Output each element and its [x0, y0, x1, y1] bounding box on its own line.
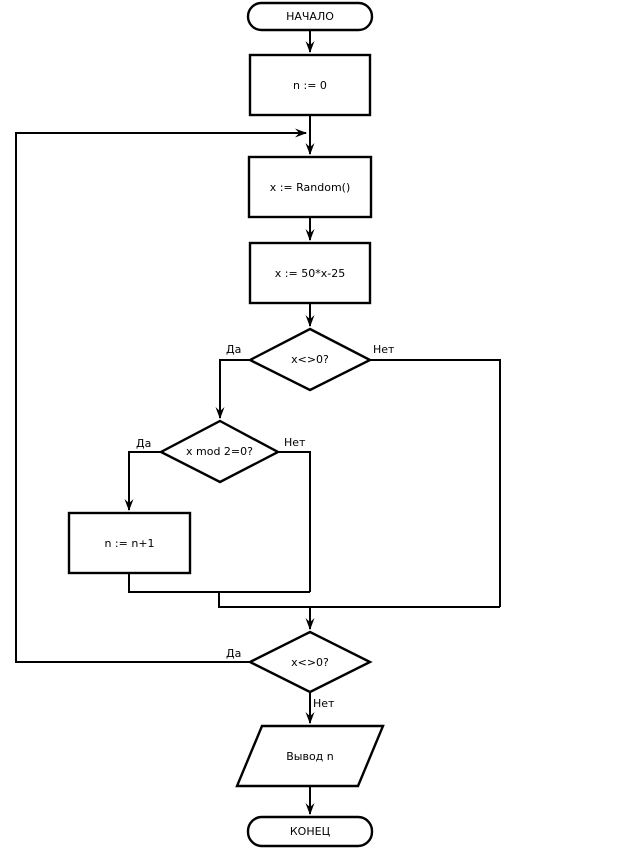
process-init-label: n := 0	[293, 78, 327, 92]
cond2-no-label: Нет	[284, 436, 306, 449]
terminator-start-label: НАЧАЛО	[286, 10, 334, 23]
edge-loop-return	[15, 128, 307, 663]
process-increment-label: n := n+1	[104, 536, 155, 550]
edge-cond2-no-down	[278, 451, 311, 592]
terminator-end-shape	[246, 815, 374, 848]
decision-cond3-label: x<>0?	[291, 655, 329, 669]
edge-cond2-yes-to-increment	[124, 451, 161, 511]
process-scale-label: x := 50*x-25	[274, 266, 346, 280]
cond1-no-label: Нет	[373, 343, 395, 356]
io-output-shape	[235, 724, 385, 788]
terminator-end-label: КОНЕЦ	[289, 825, 331, 838]
edge-increment-out	[128, 573, 310, 593]
edge-merge-jog	[218, 592, 500, 608]
terminator-start-shape	[246, 1, 374, 32]
edge-cond1-no-collector	[370, 359, 501, 607]
cond1-yes-label: Да	[226, 343, 242, 356]
decision-cond1-shape	[247, 327, 373, 392]
decision-cond2-label: x mod 2=0?	[186, 445, 253, 458]
process-init-shape	[248, 53, 372, 117]
edge-cond1-yes-to-cond2	[215, 359, 250, 419]
io-output-label: Вывод n	[286, 749, 334, 763]
process-random-shape	[247, 155, 373, 219]
decision-cond3-shape	[247, 630, 373, 694]
process-random-label: x := Random()	[269, 180, 351, 194]
cond2-yes-label: Да	[136, 437, 152, 450]
cond3-yes-label: Да	[226, 647, 242, 660]
decision-cond2-shape	[158, 419, 281, 484]
cond3-no-label: Нет	[313, 697, 335, 710]
decision-cond1-label: x<>0?	[291, 353, 329, 366]
process-scale-shape	[248, 241, 372, 305]
process-increment-shape	[67, 511, 192, 575]
